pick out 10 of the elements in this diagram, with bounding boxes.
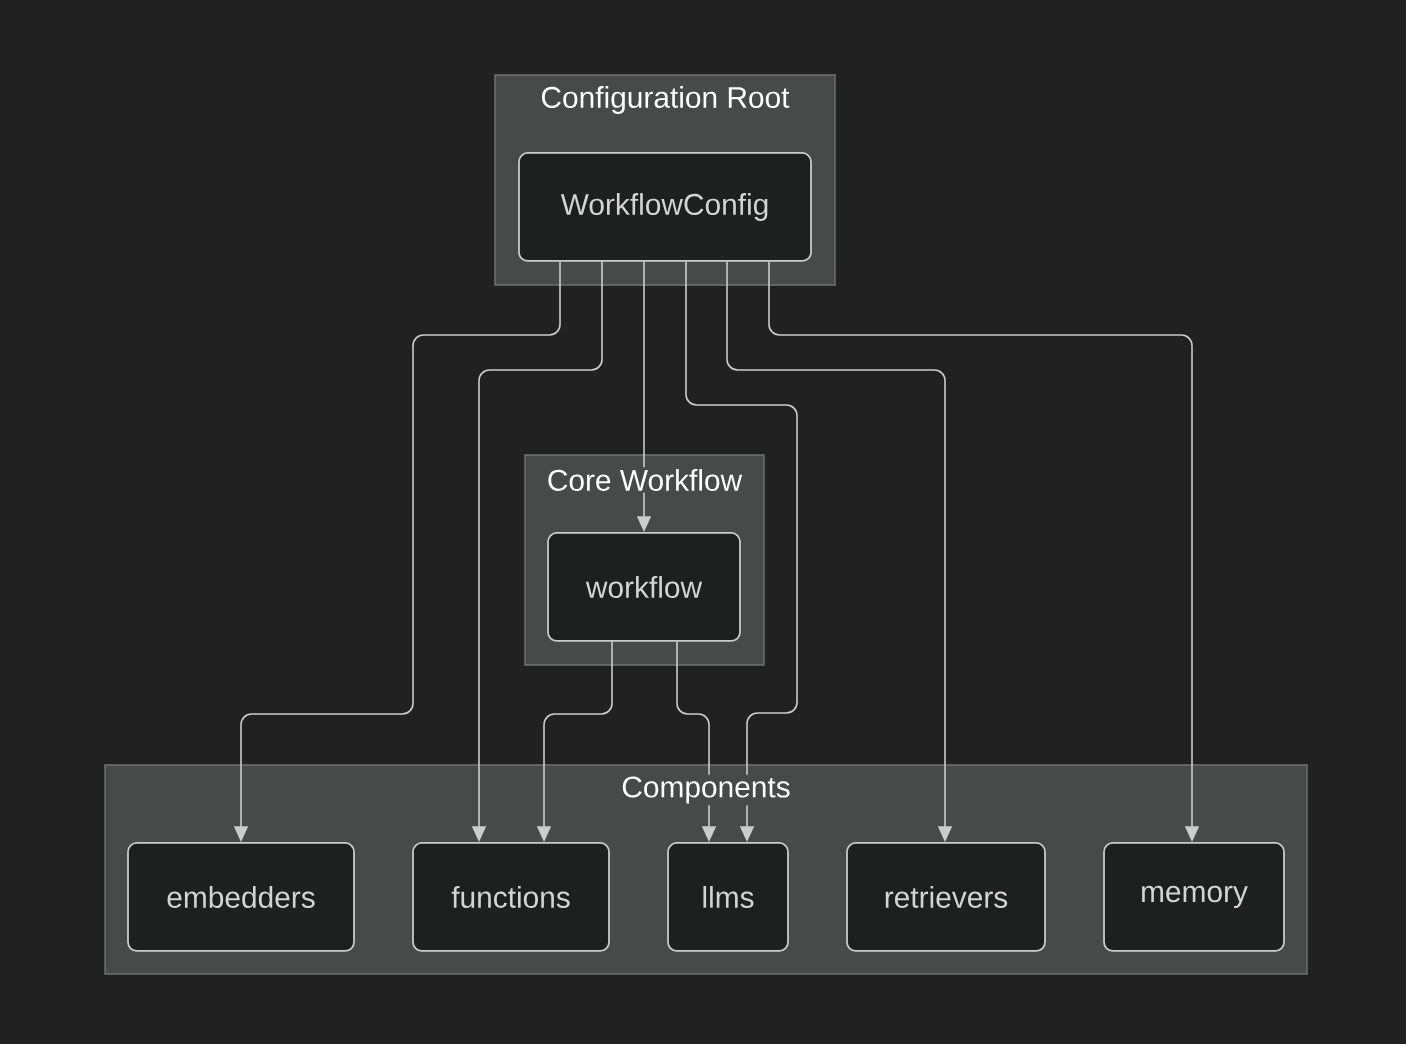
group-title: Components <box>619 774 793 806</box>
group-title: Core Workflow <box>545 467 744 493</box>
process-box: embedders <box>127 842 355 952</box>
process-box: retrievers <box>846 842 1046 952</box>
process-box: workflow <box>547 532 741 642</box>
process-box: memory <box>1103 842 1285 952</box>
process-box: llms <box>667 842 789 952</box>
process-box: WorkflowConfig <box>518 152 812 262</box>
process-box: functions <box>412 842 610 952</box>
group-title: Configuration Root <box>538 84 792 116</box>
